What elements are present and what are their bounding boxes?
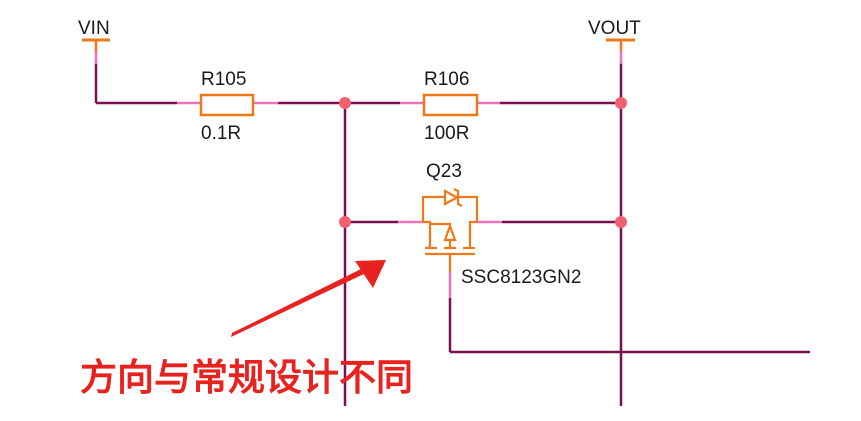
q23-diode-triangle [443,189,460,206]
junction-dot [615,216,627,228]
q23-designator: Q23 [426,161,462,182]
arrow-head [355,260,386,288]
q23-right-leg [468,220,477,248]
vin-label: VIN [78,18,110,39]
vin-port[interactable]: VIN [78,18,110,51]
q23-channel-arrow [443,222,457,242]
r105-designator: R105 [201,69,246,90]
r106-value: 100R [424,123,469,144]
junction-dot [339,216,351,228]
pins [94,50,623,298]
r105-value: 0.1R [201,123,241,144]
q23-left-leg [423,220,432,248]
resistor-r105[interactable]: R105 0.1R [199,69,255,144]
junction-dot [615,97,627,109]
vout-label: VOUT [588,18,641,39]
junction-dot [339,97,351,109]
r106-designator: R106 [424,69,469,90]
arrow-shaft [231,268,366,337]
annotation-text: 方向与常规设计不同 [80,356,413,399]
annotation-arrow [231,260,386,337]
r106-body [422,93,479,117]
q23-part-number: SSC8123GN2 [461,267,581,288]
junctions [339,97,627,228]
resistor-r106[interactable]: R106 100R [422,69,479,144]
mosfet-q23[interactable] [421,188,479,272]
q23-diode-cathode [453,188,463,207]
wires [94,62,810,406]
r105-body [199,93,255,117]
vout-port[interactable]: VOUT [588,18,641,51]
